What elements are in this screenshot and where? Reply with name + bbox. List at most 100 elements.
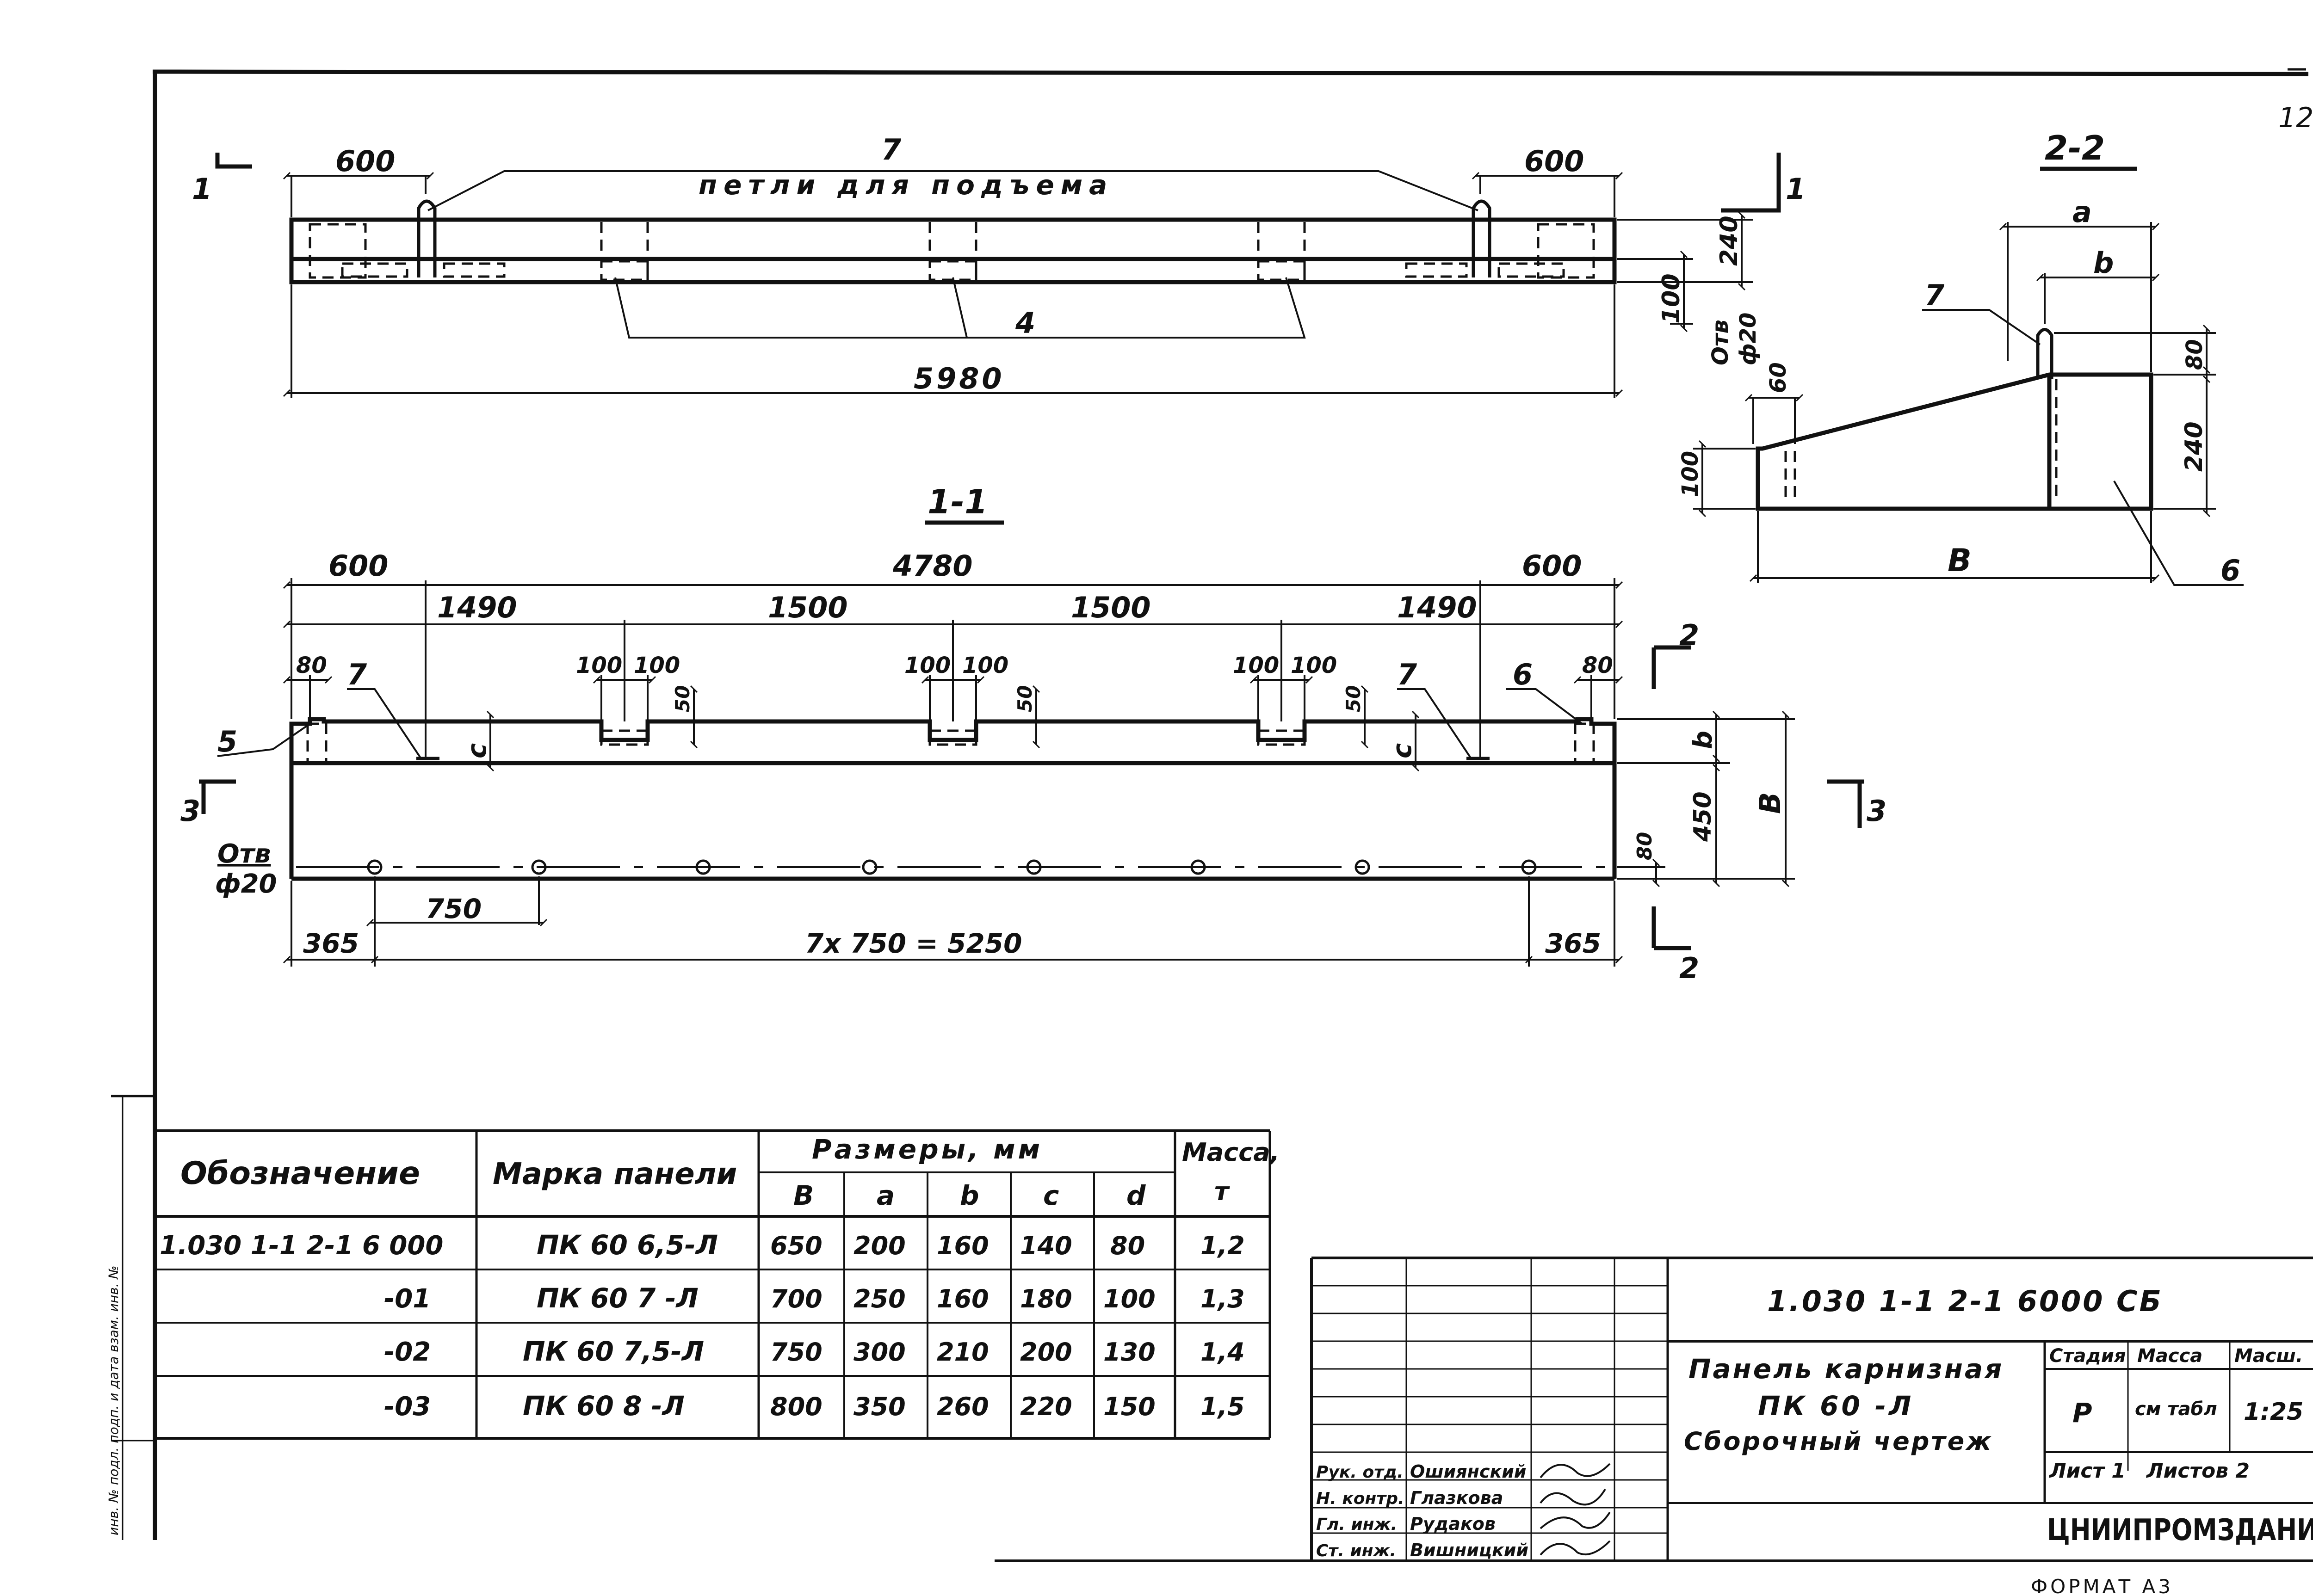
spec-sub-c: c: [1043, 1180, 1059, 1211]
s11-label-7-left: 7: [347, 658, 367, 691]
cut-label-1-left: 1: [192, 172, 212, 206]
spec-sub-a: a: [877, 1180, 895, 1211]
spec-row-c: 200: [1020, 1337, 1072, 1367]
mass-value: см табл: [2135, 1399, 2217, 1420]
spec-row-mark: ПК 60 8 -Л: [523, 1390, 685, 1422]
format-note: ФОРМАТ А3: [2031, 1575, 2173, 1596]
spec-row-d: 100: [1103, 1284, 1156, 1313]
spec-row-c: 180: [1020, 1284, 1072, 1313]
s22-dim-80: 80: [2182, 339, 2208, 370]
staff-role: Ст. инж.: [1316, 1541, 1396, 1560]
s11-dim-450: 450: [1689, 791, 1717, 842]
signatures: [1540, 1463, 1611, 1556]
spec-row-b: 260: [937, 1392, 989, 1421]
s11-rib2-100b: 100: [962, 653, 1008, 678]
s11-hole-dia: ф20: [215, 869, 277, 899]
spec-row-mark: ПК 60 7 -Л: [537, 1282, 699, 1314]
s11-dim-1500-a: 1500: [768, 591, 848, 624]
staff-role: Рук. отд.: [1316, 1463, 1404, 1482]
panel-elevation: [215, 153, 1781, 398]
doc-name-line2: ПК 60 -Л: [1758, 1390, 1914, 1422]
spec-header-mark: Марка панели: [493, 1157, 737, 1191]
s22-dim-60: 60: [1765, 362, 1791, 393]
s11-end-80-right: 80: [1582, 653, 1613, 678]
elev-dim-600-right: 600: [1524, 144, 1584, 178]
s11-dim-B: B: [1753, 792, 1787, 814]
spec-row-mass: 1,3: [1200, 1284, 1245, 1313]
s11-rib3-50: 50: [1342, 685, 1365, 712]
elev-label-4: 4: [1015, 306, 1035, 340]
organization: ЦНИИПРОМЗДАНИЙ: [2047, 1512, 2313, 1547]
staff-role: Н. контр.: [1316, 1489, 1404, 1508]
spec-row-b: 160: [937, 1231, 989, 1260]
s11-dim-600-left: 600: [328, 549, 388, 583]
spec-header-mass-unit: т: [1214, 1177, 1230, 1206]
s11-rib2-100a: 100: [904, 653, 951, 678]
s11-label-6: 6: [1513, 658, 1533, 691]
spec-row-d: 80: [1110, 1231, 1145, 1260]
s11-dim-365-left: 365: [303, 928, 359, 959]
s11-dim-750: 750: [426, 893, 482, 924]
elev-dim-240: 240: [1715, 216, 1743, 266]
spec-header-designation: Обозначение: [180, 1155, 420, 1192]
staff-name: Глазкова: [1410, 1488, 1503, 1508]
spec-row-mark: ПК 60 7,5-Л: [523, 1336, 704, 1367]
scale-header: Масш.: [2234, 1345, 2303, 1367]
spec-row-B: 800: [770, 1392, 823, 1421]
binding-note: инв. № подл. подп. и дата взам. инв. №: [106, 1265, 121, 1535]
spec-row-c: 140: [1020, 1231, 1072, 1260]
s11-rib1-50: 50: [671, 685, 694, 712]
s11-label-7-right: 7: [1397, 658, 1417, 691]
s22-label-6: 6: [2220, 554, 2240, 587]
sheets-total: Листов 2: [2146, 1459, 2250, 1483]
mass-header: Масса: [2137, 1345, 2202, 1367]
s11-dim-1500-b: 1500: [1071, 591, 1151, 624]
loop-leader-text: петли для подъема: [699, 169, 1113, 201]
s11-dim-b: b: [1688, 731, 1718, 749]
s11-dim-4780: 4780: [892, 549, 973, 583]
cut-label-3-left: 3: [180, 794, 200, 828]
cut-label-2-bottom: 2: [1679, 951, 1699, 985]
elev-dim-100: 100: [1657, 273, 1685, 324]
s11-rib1-100a: 100: [576, 653, 622, 678]
staff-name: Рудаков: [1410, 1514, 1496, 1534]
s11-dim-c-right: c: [1387, 743, 1417, 758]
spec-row-B: 700: [770, 1284, 823, 1313]
staff-name: Вишницкий: [1410, 1540, 1528, 1560]
spec-row-a: 250: [853, 1284, 906, 1313]
spec-sub-d: d: [1126, 1180, 1146, 1211]
elev-dim-total: 5980: [914, 362, 1005, 395]
spec-row-mass: 1,5: [1200, 1392, 1245, 1421]
spec-row-c: 220: [1020, 1392, 1072, 1421]
s11-dim-80-hole: 80: [1633, 832, 1657, 860]
s11-end-80-left: 80: [296, 653, 327, 678]
spec-row-d: 130: [1103, 1337, 1156, 1367]
elev-dim-600-left: 600: [335, 144, 395, 178]
s11-dim-5250: 7x 750 = 5250: [805, 928, 1022, 959]
spec-header-sizes: Размеры, мм: [812, 1134, 1043, 1165]
staff-role: Гл. инж.: [1316, 1515, 1397, 1534]
spec-row-B: 650: [770, 1231, 823, 1260]
doc-code: 1.030 1-1 2-1 6000 СБ: [1767, 1284, 2163, 1318]
section-1-1-title: 1-1: [928, 482, 988, 521]
spec-header-mass: Масса,: [1182, 1138, 1280, 1167]
scale-value: 1:25: [2244, 1398, 2303, 1426]
cut-label-2-top: 2: [1679, 618, 1699, 652]
s11-dim-1490-right: 1490: [1397, 591, 1477, 624]
spec-row-mass: 1,4: [1200, 1337, 1245, 1367]
s11-label-5: 5: [217, 725, 237, 758]
loop-leader-number: 7: [881, 133, 902, 166]
spec-row-B: 750: [770, 1337, 823, 1367]
binding-strip: [111, 1095, 155, 1540]
s22-dim-b: b: [2093, 246, 2114, 280]
s11-rib3-100b: 100: [1291, 653, 1337, 678]
s22-dim-B: B: [1948, 542, 1972, 579]
stage-header: Стадия: [2049, 1345, 2126, 1367]
s22-dim-100: 100: [1677, 451, 1703, 497]
section-2-2-title: 2-2: [2045, 129, 2105, 167]
spec-row-designation: -02: [384, 1337, 431, 1367]
spec-row-b: 160: [937, 1284, 989, 1313]
s22-dim-240: 240: [2180, 421, 2208, 472]
hole-row: [367, 859, 1537, 875]
